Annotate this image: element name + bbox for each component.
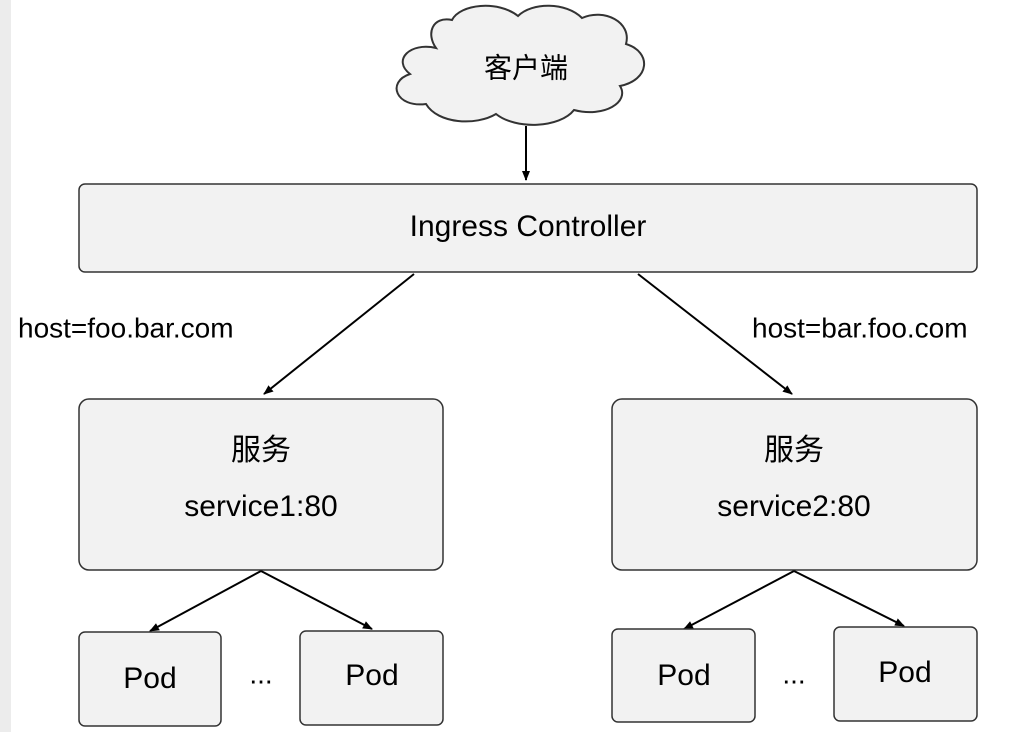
pod-rect: [299, 630, 444, 726]
pod-label: Pod: [878, 656, 931, 689]
service2-title: 服务: [764, 434, 824, 467]
service2-box: 服务 service2:80: [611, 398, 978, 571]
left-margin-strip: [0, 0, 11, 732]
arrow-service2-to-pod4: [793, 570, 905, 627]
client-cloud: 客户端: [395, 4, 645, 126]
ingress-controller-label: Ingress Controller: [410, 210, 647, 243]
pod-ellipsis-left: ...: [249, 658, 272, 689]
pod-label: Pod: [657, 659, 710, 692]
pod-label: Pod: [345, 659, 398, 692]
service2-name: service2:80: [717, 490, 870, 523]
service1-name: service1:80: [184, 490, 337, 523]
pod-box: Pod: [611, 628, 756, 723]
service1-title: 服务: [231, 434, 291, 467]
service2-rect: [611, 398, 978, 571]
client-label: 客户端: [484, 52, 568, 83]
pod-rect: [78, 631, 222, 727]
host-label-right: host=bar.foo.com: [752, 312, 968, 343]
arrow-service1-to-pod2: [260, 570, 373, 630]
arrow-service1-to-pod1: [149, 570, 262, 632]
pod-rect: [611, 628, 756, 723]
ingress-controller-rect: [78, 183, 978, 273]
service1-rect: [78, 398, 444, 571]
service1-box: 服务 service1:80: [78, 398, 444, 571]
pod-ellipsis-right: ...: [782, 658, 805, 689]
cloud-shape: [395, 4, 645, 126]
pod-label: Pod: [123, 662, 176, 695]
host-label-left: host=foo.bar.com: [18, 312, 234, 343]
ingress-controller-box: Ingress Controller: [78, 183, 978, 273]
arrow-service2-to-pod3: [683, 570, 795, 630]
arrow-ingress-to-service1: [263, 273, 415, 395]
arrow-ingress-to-service2: [637, 273, 793, 395]
pod-rect: [833, 626, 978, 722]
pod-box: Pod: [299, 630, 444, 726]
pod-box: Pod: [78, 631, 222, 727]
pod-box: Pod: [833, 626, 978, 722]
